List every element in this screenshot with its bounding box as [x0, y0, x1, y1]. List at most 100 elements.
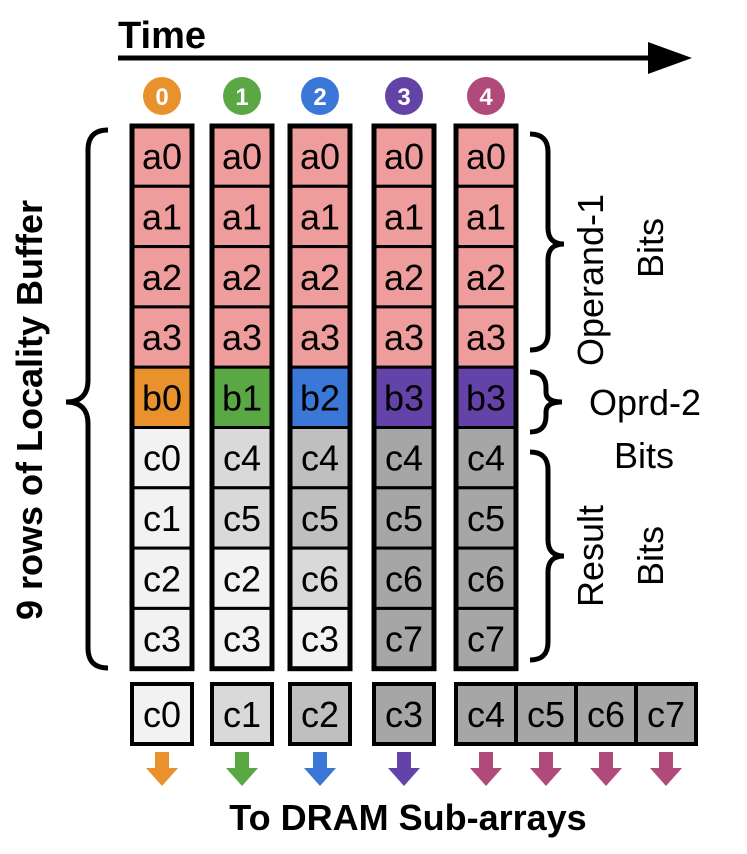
- buffer-cell-label: a3: [466, 317, 506, 358]
- buffer-cell: c7: [454, 606, 518, 671]
- down-arrow-icon: [388, 752, 420, 786]
- buffer-cell: a3: [130, 305, 194, 369]
- buffer-cell-label: c4: [223, 438, 261, 479]
- buffer-cell-label: b0: [142, 377, 182, 418]
- buffer-cell-label: a1: [384, 196, 424, 237]
- buffer-cell: c5: [288, 486, 352, 550]
- output-cell-label: c6: [587, 694, 625, 735]
- output-cell-c3: c3: [372, 682, 436, 746]
- buffer-cell-label: c3: [143, 619, 181, 660]
- buffer-column-border: [371, 123, 437, 672]
- output-cell-c4: c4: [454, 682, 518, 746]
- buffer-cell-label: c5: [467, 498, 505, 539]
- buffer-cell: c2: [210, 546, 274, 610]
- time-step-circle: [143, 77, 181, 115]
- buffer-cell-label: b3: [466, 377, 506, 418]
- time-step-label: 0: [155, 84, 168, 111]
- buffer-cell-label: a1: [300, 196, 340, 237]
- operand2-bits-label: Bits: [614, 435, 674, 476]
- buffer-cell-label: a2: [142, 257, 182, 298]
- buffer-cell: c6: [454, 546, 518, 610]
- time-step-label: 3: [397, 84, 410, 111]
- buffer-cell-label: b2: [300, 377, 340, 418]
- vertical-label: 9 rows of Locality Buffer: [9, 200, 50, 620]
- buffer-cell-label: a1: [222, 196, 262, 237]
- buffer-cell: c6: [288, 546, 352, 610]
- buffer-cell: c6: [372, 546, 436, 610]
- buffer-cell-label: c5: [301, 498, 339, 539]
- buffer-cell-label: c3: [301, 619, 339, 660]
- buffer-cell-box: [372, 305, 436, 369]
- buffer-cell: a2: [130, 245, 194, 309]
- buffer-cell: a1: [372, 184, 436, 249]
- buffer-cell-label: c5: [223, 498, 261, 539]
- time-axis-arrow-head: [648, 42, 692, 74]
- buffer-cell: b0: [130, 365, 194, 430]
- buffer-cell: c1: [130, 486, 194, 550]
- buffer-cell: c4: [454, 426, 518, 490]
- buffer-cell: a2: [288, 245, 352, 309]
- buffer-cell: a3: [372, 305, 436, 369]
- down-arrow-icon: [470, 752, 502, 786]
- buffer-cell: c4: [372, 426, 436, 490]
- operand1-label: Operand-1: [570, 194, 611, 366]
- buffer-cell: a0: [454, 124, 518, 188]
- output-cell-c2: c2: [288, 682, 352, 746]
- down-arrow-icon: [650, 752, 682, 786]
- output-cell-box: [372, 682, 436, 746]
- result-label: Result: [570, 505, 611, 607]
- time-step-0: 0: [143, 77, 181, 115]
- down-arrow-icon: [146, 752, 178, 786]
- buffer-cell-box: [288, 606, 352, 671]
- down-arrow-icon: [304, 752, 336, 786]
- bottom-label: To DRAM Sub-arrays: [229, 797, 586, 838]
- output-cell-c7: c7: [634, 682, 698, 746]
- buffer-cell: a2: [210, 245, 274, 309]
- buffer-cell-label: a0: [384, 136, 424, 177]
- buffer-cell-label: c6: [301, 558, 339, 599]
- time-step-circle: [467, 77, 505, 115]
- buffer-cell: c3: [210, 606, 274, 671]
- buffer-cell-box: [454, 305, 518, 369]
- left-brace: [65, 127, 109, 671]
- output-cell-box: [288, 682, 352, 746]
- buffer-cell: a1: [454, 184, 518, 249]
- buffer-cell: b1: [210, 365, 274, 430]
- buffer-cell-label: a0: [142, 136, 182, 177]
- buffer-cell: c2: [130, 546, 194, 610]
- buffer-cell-label: b1: [222, 377, 262, 418]
- buffer-cell-label: a2: [300, 257, 340, 298]
- buffer-cell: a0: [288, 124, 352, 188]
- time-step-circle: [301, 77, 339, 115]
- buffer-column-border: [453, 123, 519, 672]
- down-arrow-icon: [590, 752, 622, 786]
- buffer-cell-label: c2: [223, 558, 261, 599]
- buffer-cell: c5: [372, 486, 436, 550]
- buffer-cell-label: a0: [300, 136, 340, 177]
- buffer-cell-label: c6: [385, 558, 423, 599]
- buffer-column-border: [287, 123, 353, 672]
- time-step-label: 2: [313, 84, 326, 111]
- buffer-cell-label: c2: [143, 558, 181, 599]
- buffer-cell: c3: [288, 606, 352, 671]
- buffer-cell: a1: [210, 184, 274, 249]
- output-cell-label: c4: [467, 694, 505, 735]
- buffer-cell-label: c3: [223, 619, 261, 660]
- time-step-circle: [223, 77, 261, 115]
- buffer-cell-label: a2: [384, 257, 424, 298]
- buffer-cell: c3: [130, 606, 194, 671]
- buffer-cell: a0: [372, 124, 436, 188]
- buffer-cell-box: [130, 305, 194, 369]
- output-cell-c5: c5: [514, 682, 578, 746]
- operand2-brace: [529, 369, 563, 435]
- buffer-cell-box: [130, 184, 194, 249]
- buffer-cell: a1: [130, 184, 194, 249]
- buffer-cell: c5: [210, 486, 274, 550]
- buffer-cell-box: [372, 365, 436, 430]
- output-cell-box: [514, 682, 578, 746]
